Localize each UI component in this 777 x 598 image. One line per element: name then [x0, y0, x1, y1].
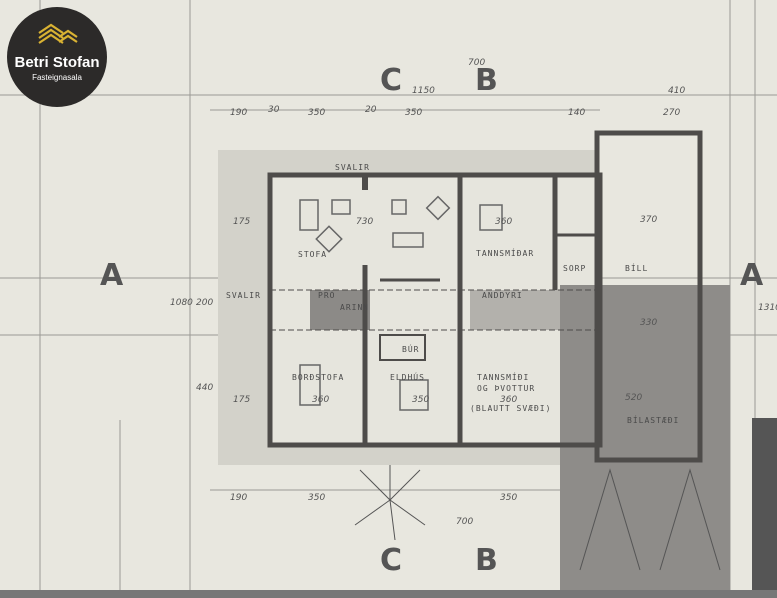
dim: 200	[196, 298, 213, 308]
room-bordstofa: BORÐSTOFA	[292, 373, 344, 382]
room-sorp: SORP	[563, 264, 586, 273]
dim: 350	[308, 493, 325, 503]
room-bill: BÍLL	[625, 262, 648, 273]
walls	[267, 130, 703, 463]
dim: 350	[405, 108, 422, 118]
dim: 1310	[758, 303, 777, 313]
dim: 175	[233, 395, 250, 405]
dim: 350	[412, 395, 429, 405]
room-og-thvottur: OG ÞVOTTUR	[477, 384, 535, 393]
section-c-top: C	[380, 63, 402, 98]
entrance-area	[470, 290, 560, 330]
dim: 700	[456, 517, 473, 527]
dim: 330	[640, 318, 657, 328]
room-bur: BÚR	[402, 343, 419, 354]
section-b-top: B	[475, 63, 498, 98]
dim: 20	[365, 105, 377, 115]
room-eldhus: ELDHÚS	[390, 371, 425, 382]
plants	[354, 465, 721, 571]
bottom-border	[0, 590, 777, 598]
dim: 1080	[170, 298, 193, 308]
dim: 700	[468, 58, 485, 68]
room-anddyri: ANDDYRI	[482, 291, 523, 300]
logo-name: Betri Stofan	[14, 54, 100, 71]
room-arinn: ARINN	[340, 303, 369, 312]
room-tannsmidar: TANNSMÍÐAR	[476, 247, 534, 258]
dim: 410	[668, 86, 685, 96]
edge-strip	[752, 418, 777, 598]
section-a-right: A	[740, 258, 764, 293]
section-a-left: A	[100, 258, 124, 293]
dim: 350	[308, 108, 325, 118]
dim: 190	[230, 493, 247, 503]
fireplace-area	[310, 290, 370, 330]
parking-area	[560, 285, 730, 590]
dim: 730	[356, 217, 373, 227]
dim: 175	[233, 217, 250, 227]
room-bilastaedi: BÍLASTÆÐI	[627, 414, 679, 425]
dim: 350	[500, 493, 517, 503]
company-logo: Betri Stofan Fasteignasala	[7, 7, 107, 107]
dim: 440	[196, 383, 213, 393]
section-c-bottom: C	[380, 543, 402, 578]
dim: 370	[640, 215, 657, 225]
room-svalir-top: SVALIR	[335, 163, 370, 172]
house-roof-icon	[38, 23, 78, 44]
dim: 270	[663, 108, 680, 118]
room-stofa: STOFA	[298, 250, 327, 259]
logo-subtitle: Fasteignasala	[32, 73, 82, 82]
dimensions: 700 1150 190 30 350 20 350 140 410 270 7…	[170, 58, 777, 527]
dim: 190	[230, 108, 247, 118]
room-tannsmidi: TANNSMÍÐI	[477, 371, 529, 382]
dim: 360	[500, 395, 517, 405]
section-b-bottom: B	[475, 543, 498, 578]
dim: 520	[625, 393, 642, 403]
dim: 1150	[412, 86, 435, 96]
furniture	[299, 195, 503, 411]
dim: 140	[568, 108, 585, 118]
dim: 30	[268, 105, 280, 115]
room-blautt-svaedi: (BLAUTT SVÆÐI)	[470, 404, 551, 413]
room-pro: PRÓ	[318, 289, 335, 300]
room-svalir-left: SVALIR	[226, 291, 261, 300]
dim: 360	[495, 217, 512, 227]
dim: 360	[312, 395, 329, 405]
